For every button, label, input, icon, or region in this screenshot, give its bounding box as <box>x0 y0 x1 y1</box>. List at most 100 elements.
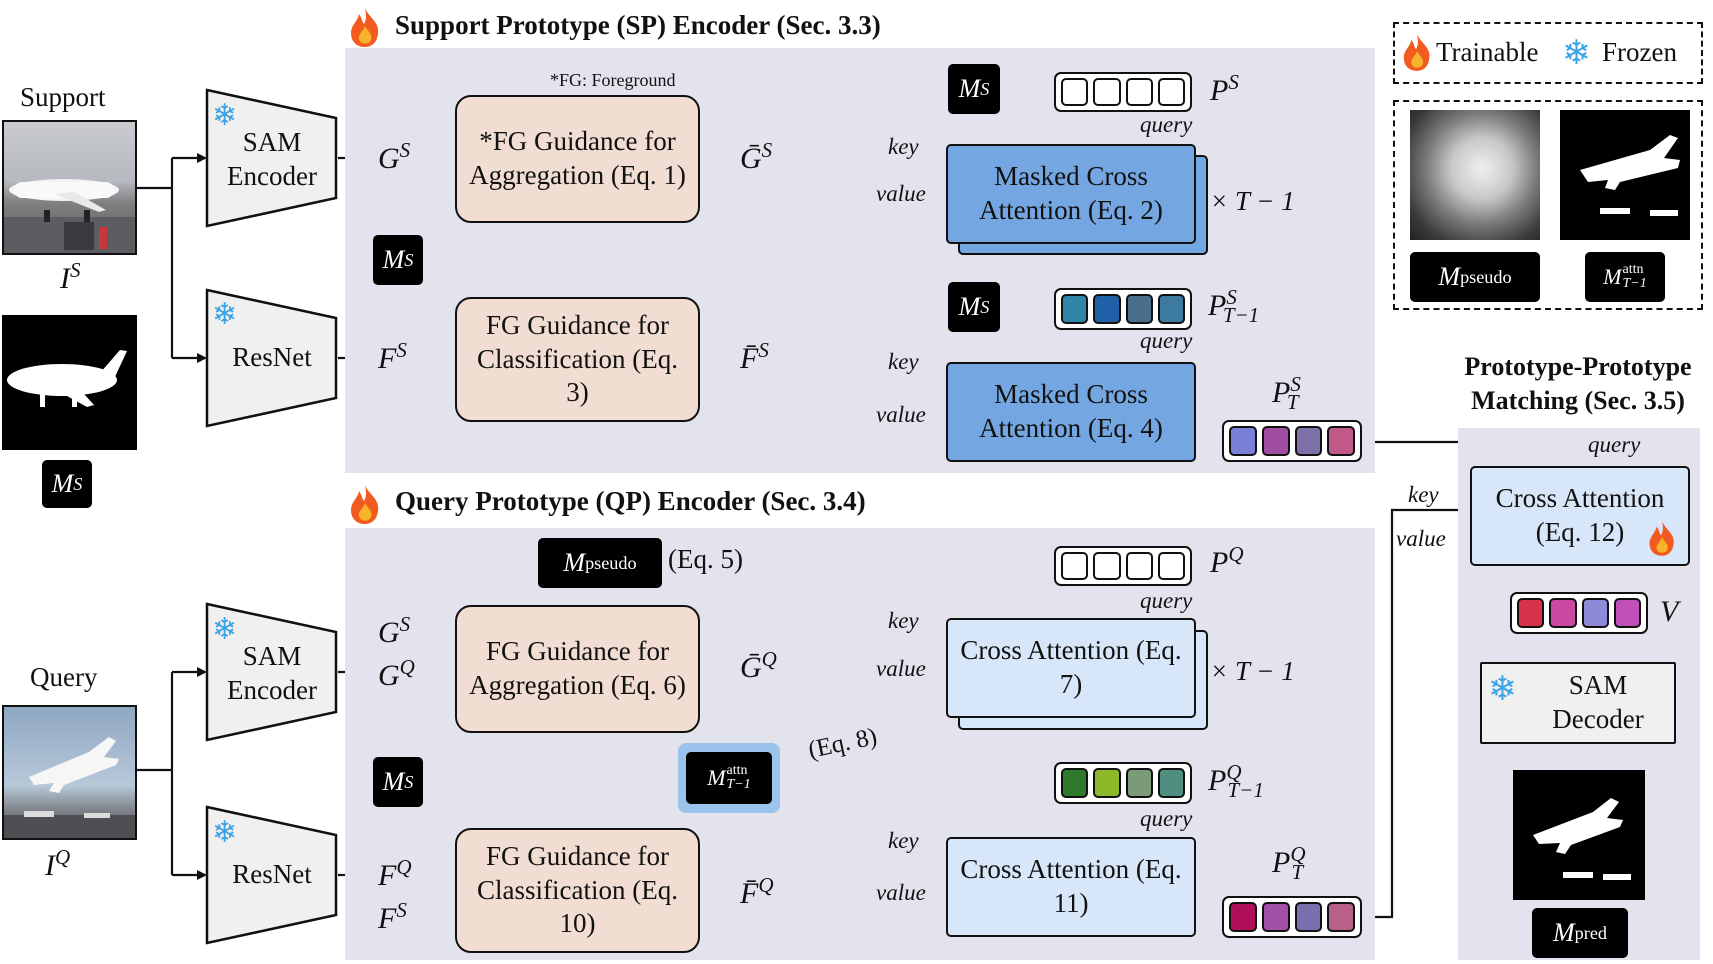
fg-guidance-aggregation-support: *FG Guidance for Aggregation (Eq. 1) <box>455 95 700 223</box>
P-Q-T-tokens <box>1222 896 1362 938</box>
token <box>1093 78 1121 106</box>
legend-box <box>1393 22 1703 84</box>
token <box>1093 552 1121 580</box>
snowflake-icon: ❄ <box>212 297 238 332</box>
qp-encoder-title: Query Prototype (QP) Encoder (Sec. 3.4) <box>395 486 866 516</box>
edge-key: key <box>888 608 919 633</box>
token <box>1549 598 1577 628</box>
label-I-Q: IQ <box>45 845 71 882</box>
P-Q-T-1-tokens <box>1054 762 1192 804</box>
P-S-T-tokens <box>1222 420 1362 462</box>
attn-mask-image <box>1560 110 1690 240</box>
token <box>1093 294 1121 324</box>
label-Gbar-S: ḠS <box>740 138 773 175</box>
edge-query: query <box>1140 112 1193 137</box>
resnet-query: ResNet <box>205 805 338 945</box>
snowflake-icon: ❄ <box>1488 669 1517 709</box>
token <box>1613 598 1641 628</box>
token <box>1061 78 1089 106</box>
support-label: Support <box>20 82 106 112</box>
repeat-T-1: × T − 1 <box>1210 186 1295 216</box>
label-I-S: IS <box>60 258 81 295</box>
token <box>1294 902 1323 932</box>
token <box>1327 902 1355 932</box>
token <box>1157 294 1185 324</box>
eq5-label: (Eq. 5) <box>668 544 743 574</box>
legend-frozen: Frozen <box>1602 37 1677 67</box>
token <box>1061 552 1089 580</box>
ppm-title-text: Prototype-Prototype Matching (Sec. 3.5) <box>1464 352 1692 415</box>
token <box>1157 78 1185 106</box>
token <box>1061 294 1089 324</box>
label-Fbar-S: F̄S <box>740 338 769 375</box>
fg-guidance-classification-query: FG Guidance for Classification (Eq. 10) <box>455 828 700 953</box>
P-Q-initial-tokens <box>1054 546 1192 586</box>
edge-key: key <box>888 134 919 159</box>
fire-icon <box>347 6 383 52</box>
label-P-S-T-1: PST−1 <box>1208 285 1260 327</box>
legend-trainable: Trainable <box>1436 37 1539 67</box>
edge-value: value <box>876 402 926 427</box>
fire-icon <box>1400 31 1434 77</box>
sp-encoder-title: Support Prototype (SP) Encoder (Sec. 3.3… <box>395 10 881 40</box>
snowflake-icon: ❄ <box>1562 33 1591 73</box>
cross-attention-eq7: Cross Attention (Eq. 7) <box>946 618 1196 718</box>
sam-decoder: SAM Decoder <box>1480 662 1676 744</box>
label-P-S: PS <box>1210 70 1239 107</box>
snowflake-icon: ❄ <box>212 815 238 850</box>
token <box>1157 768 1185 798</box>
edge-key: key <box>888 349 919 374</box>
label-G-S-q: GS <box>378 612 411 649</box>
sam-decoder-label: SAM Decoder <box>1552 670 1644 734</box>
label-P-S-T: PST <box>1272 372 1301 414</box>
label-P-Q-T-1: PQT−1 <box>1208 760 1264 802</box>
ppm-title: Prototype-Prototype Matching (Sec. 3.5) <box>1440 350 1713 418</box>
edge-key: key <box>1408 482 1439 507</box>
fg-guidance-aggregation-query: FG Guidance for Aggregation (Eq. 6) <box>455 605 700 733</box>
pseudo-mask-image <box>1410 110 1540 240</box>
sam-encoder-query-label: SAM Encoder <box>227 641 317 705</box>
mask-examples-box <box>1393 100 1703 310</box>
fg-note: *FG: Foreground <box>550 70 676 90</box>
edge-query: query <box>1140 328 1193 353</box>
token <box>1125 294 1153 324</box>
token <box>1261 426 1290 456</box>
edge-value: value <box>876 880 926 905</box>
snowflake-icon: ❄ <box>212 98 238 133</box>
token <box>1229 426 1257 456</box>
label-F-Q: FQ <box>378 855 412 892</box>
token <box>1157 552 1185 580</box>
resnet-support-label: ResNet <box>232 342 312 372</box>
token <box>1125 768 1153 798</box>
label-P-Q: PQ <box>1210 542 1244 579</box>
edge-value: value <box>876 181 926 206</box>
edge-query: query <box>1588 432 1641 457</box>
repeat-T-1-q: × T − 1 <box>1210 656 1295 686</box>
token <box>1125 552 1153 580</box>
masked-cross-attention-eq4: Masked Cross Attention (Eq. 4) <box>946 362 1196 462</box>
sam-encoder-support-label: SAM Encoder <box>227 127 317 191</box>
edge-query: query <box>1140 806 1193 831</box>
label-Fbar-Q: F̄Q <box>740 873 774 910</box>
label-F-S-q: FS <box>378 898 407 935</box>
cross-attention-eq11: Cross Attention (Eq. 11) <box>946 837 1196 937</box>
token <box>1517 598 1545 628</box>
fire-icon <box>1646 518 1678 562</box>
label-V: V <box>1660 595 1679 628</box>
label-G-Q: GQ <box>378 655 415 692</box>
label-Gbar-Q: ḠQ <box>740 647 777 684</box>
cross-attention-eq12: Cross Attention (Eq. 12) <box>1470 466 1690 566</box>
P-S-T-1-tokens <box>1054 288 1192 330</box>
token <box>1125 78 1153 106</box>
resnet-query-label: ResNet <box>232 859 312 889</box>
